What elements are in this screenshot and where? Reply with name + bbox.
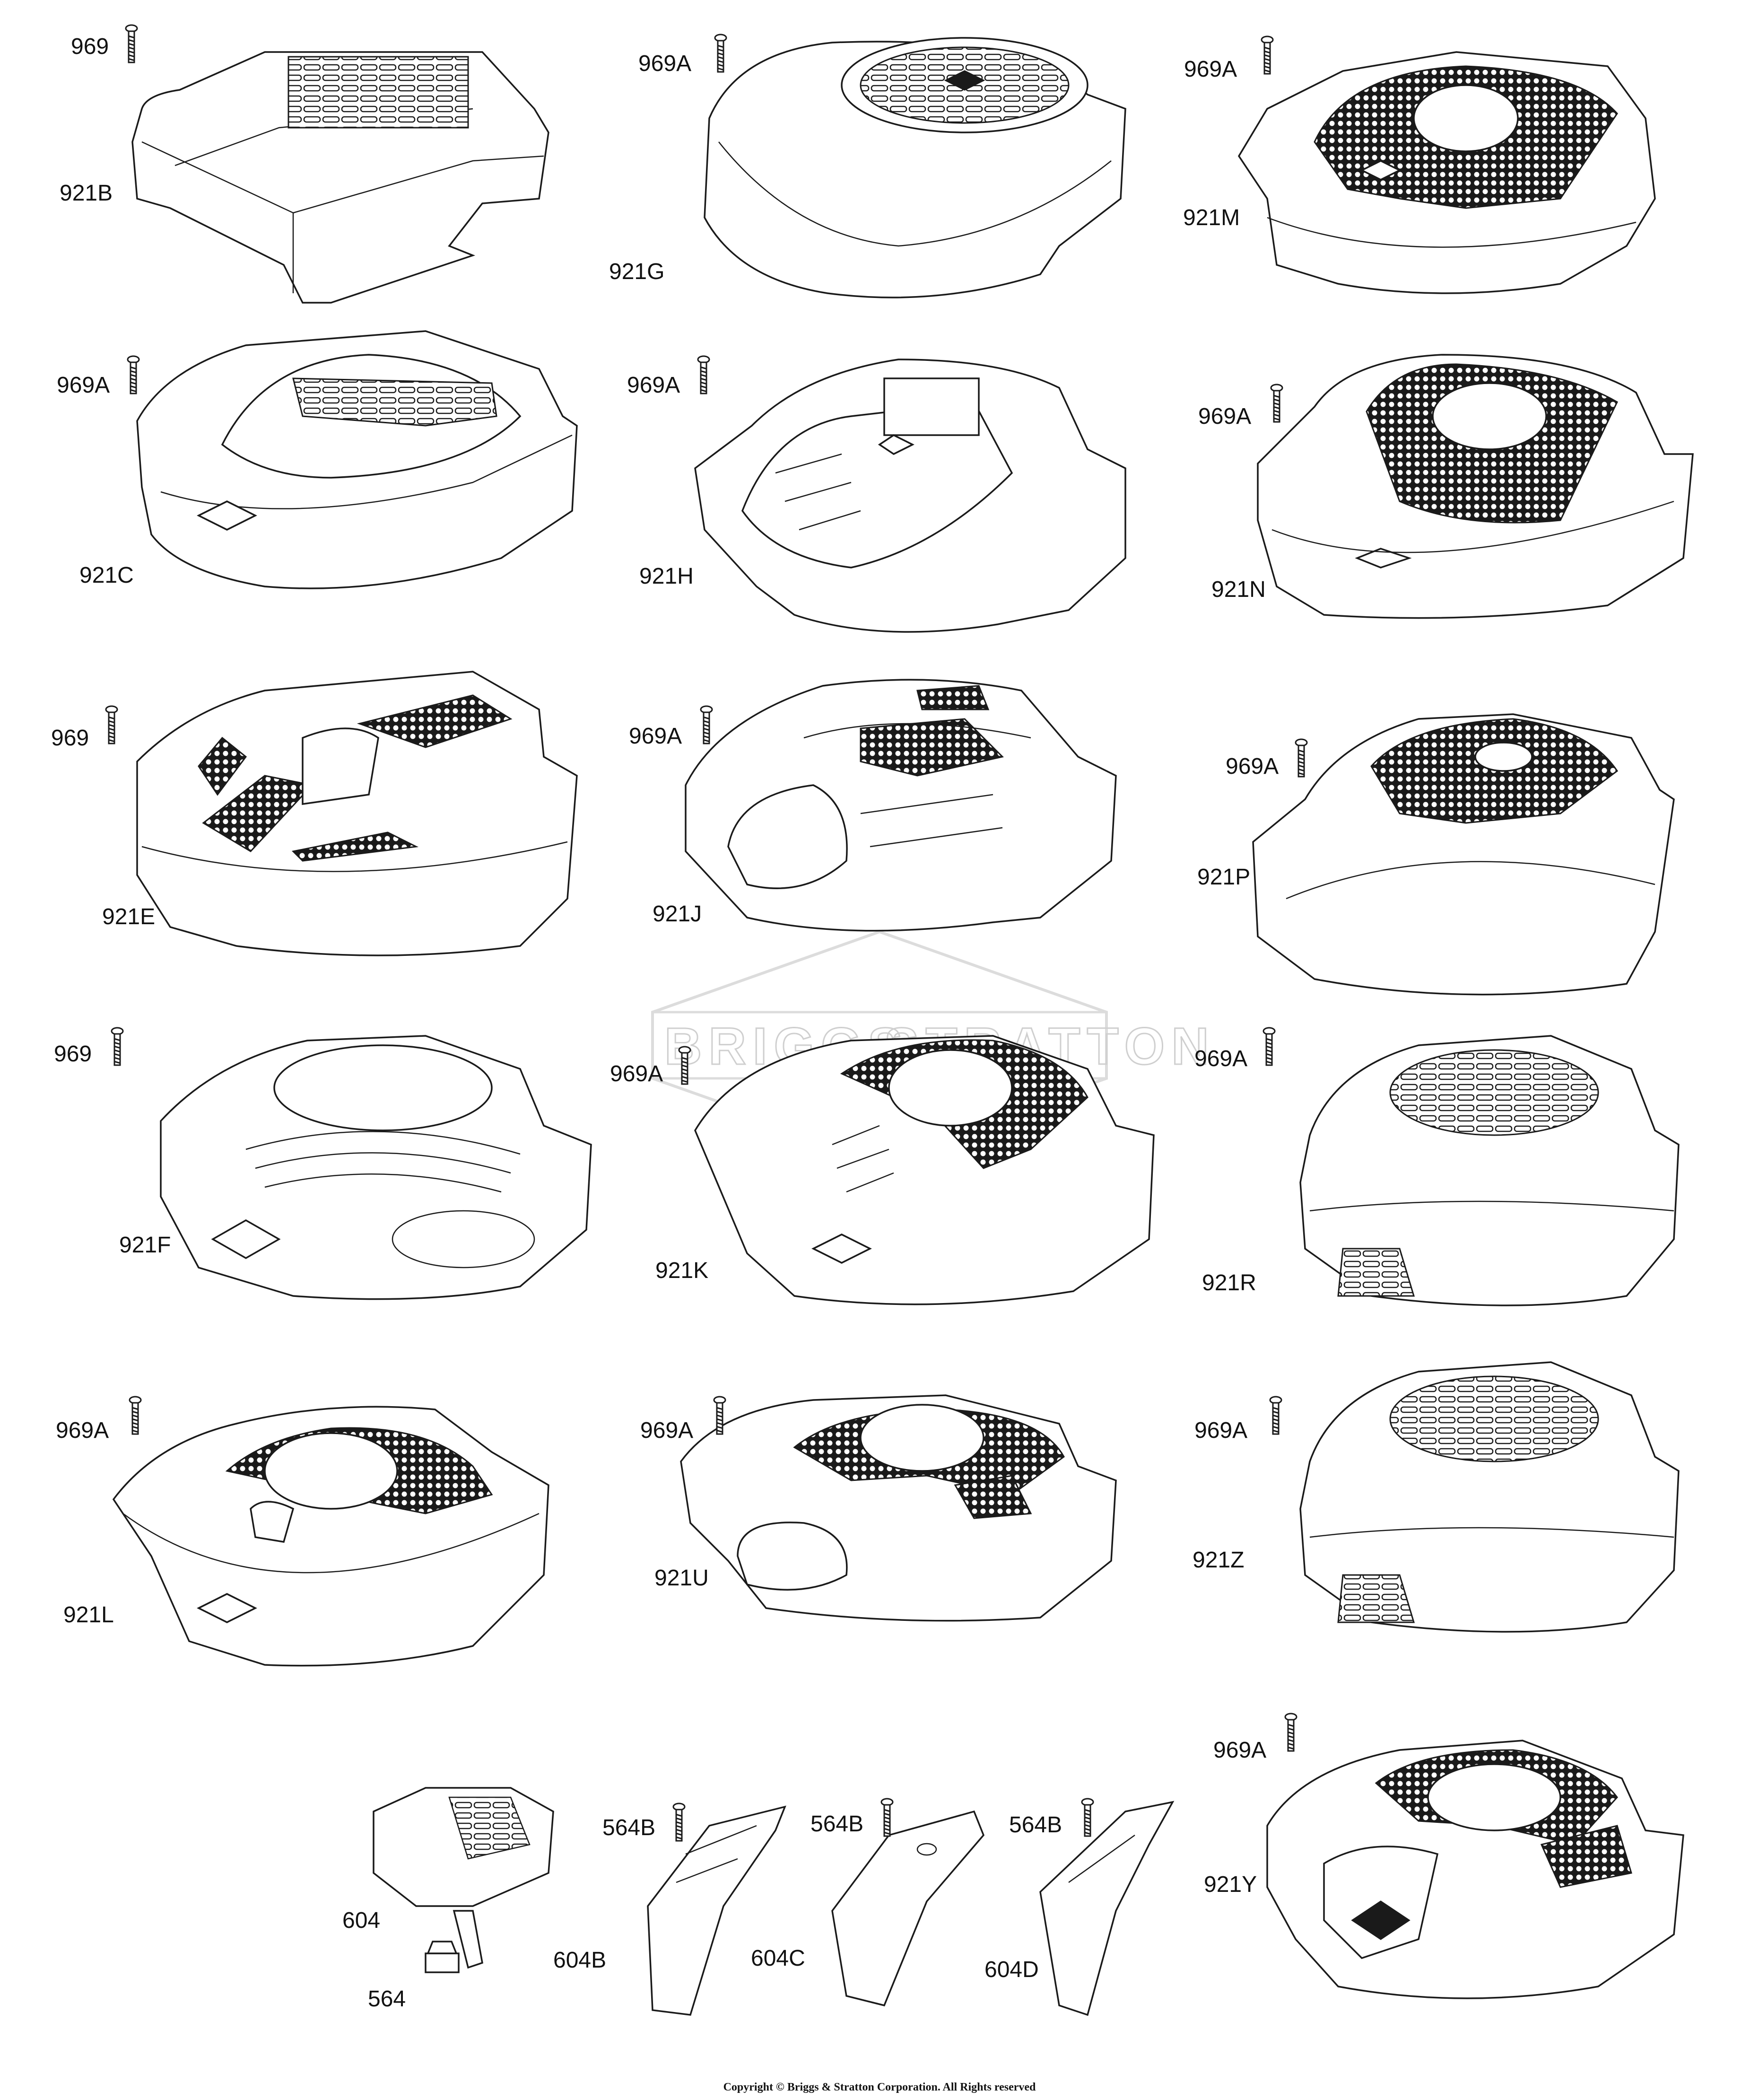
part-921M [1237,51,1656,294]
part-921L [112,1406,549,1667]
label-921N: 921N [1211,577,1266,602]
screw-icon-969A-4 [697,355,710,394]
screw-icon-564B-1 [672,1802,686,1842]
part-921E [136,671,578,956]
part-921J [685,679,1117,932]
part-921Y [1266,1740,1684,1999]
screw-icon-969A-2 [1261,35,1274,75]
screw-icon-969A-9 [1263,1027,1276,1066]
label-screw-969A-13: 969A [1213,1738,1266,1763]
part-564-bolt [425,1941,460,1973]
screw-icon-969-3 [111,1027,124,1066]
label-604: 604 [342,1908,380,1933]
part-921U [680,1394,1117,1622]
part-labels: 921B 969 921G 969A 921M 969A 921C 969A 9… [51,34,1279,2012]
screw-icon-564B-3 [1081,1798,1094,1837]
part-921F [160,1035,592,1300]
screw-icon-969-2 [105,705,118,744]
label-921H: 921H [639,564,694,589]
label-564B-3: 564B [1009,1812,1062,1838]
label-screw-969A-8: 969A [610,1061,663,1086]
label-screw-969A-7: 969A [1226,754,1279,779]
label-921K: 921K [655,1258,708,1283]
part-921C [136,330,578,589]
label-screw-969A-12: 969A [1194,1418,1247,1443]
label-921C: 921C [79,563,134,588]
label-921G: 921G [609,259,664,284]
screw-icon-564B-2 [880,1798,894,1837]
label-screw-969A-10: 969A [56,1418,109,1443]
label-921B: 921B [60,181,113,206]
label-921R: 921R [1202,1270,1256,1295]
label-604C: 604C [751,1946,805,1971]
label-921F: 921F [119,1233,171,1258]
label-screw-969A-6: 969A [629,724,682,749]
screw-icon-969-1 [125,24,138,63]
label-921M: 921M [1183,205,1240,230]
screw-icon-969A-13 [1284,1713,1297,1752]
part-604D-shield [1039,1801,1175,2016]
part-604C-shield [831,1810,985,2007]
label-921E: 921E [102,904,155,929]
label-564B-2: 564B [810,1811,863,1837]
label-564: 564 [368,1986,406,2012]
screw-icon-969A-1 [714,34,727,73]
screw-icon-969A-6 [700,705,713,744]
part-921K [694,1035,1155,1305]
label-564B-1: 564B [602,1815,655,1840]
screw-icon-969A-12 [1269,1396,1282,1435]
screw-icon-969A-7 [1295,738,1308,778]
label-921P: 921P [1197,865,1250,890]
part-604-bracket [373,1787,554,1969]
label-921Y: 921Y [1204,1872,1257,1897]
label-screw-969A-11: 969A [640,1418,693,1443]
part-921R [1299,1035,1680,1306]
label-screw-969-1: 969 [71,34,109,59]
copyright-notice: Copyright © Briggs & Stratton Corporatio… [723,2081,1036,2093]
label-921Z: 921Z [1193,1548,1244,1573]
label-921L: 921L [63,1602,114,1628]
label-screw-969A-4: 969A [627,373,680,398]
part-921P [1252,713,1675,996]
part-604B-shield [647,1805,786,2016]
part-921N [1257,354,1694,619]
label-screw-969-2: 969 [51,726,89,751]
label-screw-969A-5: 969A [1198,404,1251,429]
label-screw-969A-9: 969A [1194,1046,1247,1071]
screw-icon-969A-10 [129,1396,142,1435]
label-screw-969A-3: 969A [57,373,110,398]
label-604B: 604B [553,1948,606,1973]
part-921G [704,37,1126,298]
label-604D: 604D [984,1957,1039,1982]
part-921Z [1299,1361,1680,1633]
label-screw-969-3: 969 [54,1041,92,1067]
screw-icon-969A-5 [1270,384,1283,423]
part-921B [131,51,549,304]
label-921U: 921U [654,1566,709,1591]
screw-icons [105,24,1308,1842]
part-921H [694,359,1126,633]
label-921J: 921J [653,901,702,927]
label-screw-969A-2: 969A [1184,57,1237,82]
label-screw-969A-1: 969A [638,51,691,76]
screw-icon-969A-11 [713,1396,726,1435]
screw-icon-969A-8 [678,1046,691,1085]
screw-icon-969A-3 [127,355,140,394]
